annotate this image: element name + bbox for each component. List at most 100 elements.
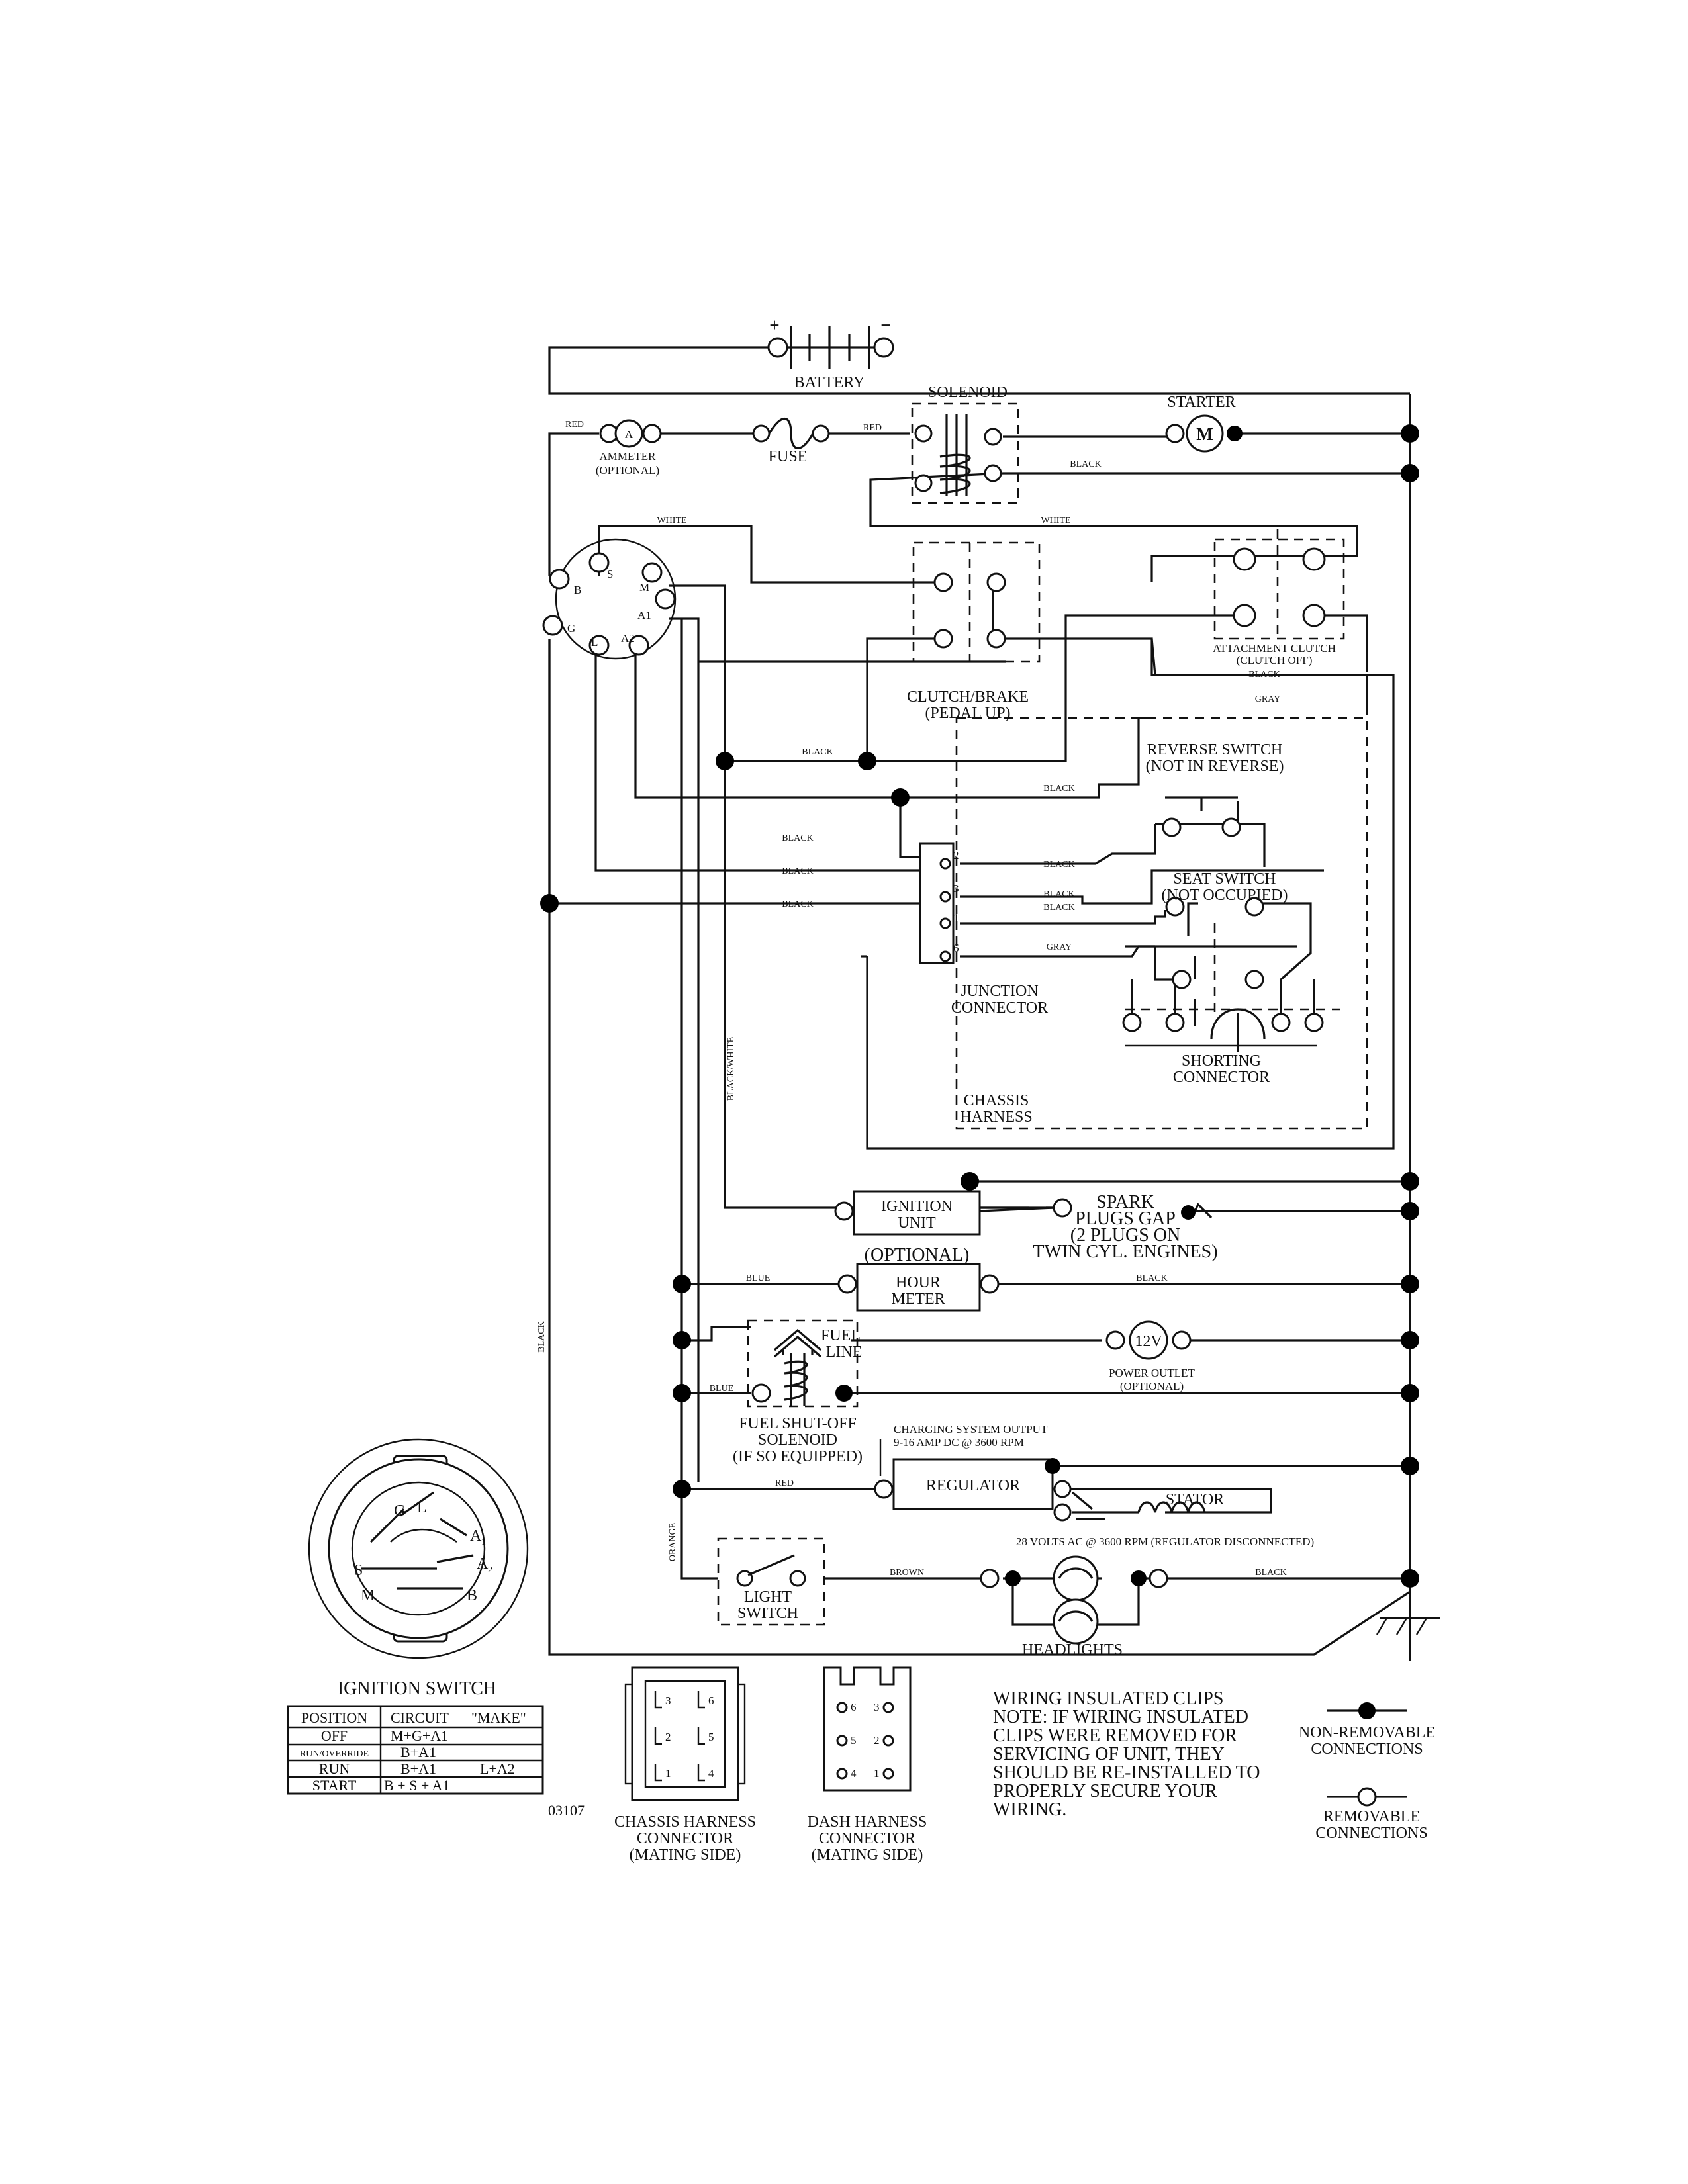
reverse-switch-label: REVERSE SWITCH: [1147, 741, 1283, 758]
reverse-switch: REVERSE SWITCH (NOT IN REVERSE) BLACK BL…: [1043, 741, 1284, 870]
junction-connector: 2 3 1 6 JUNCTION CONNECTOR: [919, 842, 1048, 1017]
junction-pin-2: 2: [953, 849, 959, 862]
ignition-terminal-cluster: S M B A1 G L A2 WHITE: [542, 516, 687, 660]
legend-removable: REMOVABLE: [1323, 1808, 1420, 1825]
ammeter-optional: (OPTIONAL): [596, 464, 659, 477]
wire-label-white-top: WHITE: [1041, 516, 1070, 525]
wire-label-blue-hm: BLUE: [746, 1273, 771, 1283]
ign-face-m: M: [361, 1587, 375, 1604]
spark-plugs-label: SPARK: [1096, 1192, 1154, 1212]
ign-face-b: B: [467, 1587, 477, 1604]
table-row-1-circuit: M+G+A1: [391, 1727, 448, 1744]
wire-label-blue-fuel: BLUE: [710, 1384, 734, 1394]
clutch-brake-sub: (PEDAL UP): [925, 705, 1010, 722]
solenoid: SOLENOID: [911, 384, 1019, 504]
chassis-connector-label: CHASSIS HARNESS: [614, 1813, 756, 1831]
ignition-switch-table: POSITION CIRCUIT "MAKE" OFF M+G+A1 RUN/O…: [287, 1705, 544, 1795]
ign-face-a2: A: [477, 1555, 489, 1572]
starter-symbol: M: [1196, 424, 1213, 444]
hour-meter: (OPTIONAL) HOUR METER BLUE BLACK: [746, 1245, 1168, 1312]
wire-label-red: RED: [565, 420, 584, 430]
seat-switch-sub: (NOT OCCUPIED): [1162, 887, 1288, 904]
wire-label-black-1: BLACK: [802, 747, 833, 757]
fuel-line-sub: LINE: [826, 1343, 863, 1361]
attachment-clutch-label: ATTACHMENT CLUTCH: [1213, 642, 1336, 655]
wire-label-brown: BROWN: [890, 1568, 924, 1578]
ign-term-a1: A1: [637, 609, 651, 621]
wire-label-black-4: BLACK: [782, 899, 813, 909]
wire-label-black-rev2: BLACK: [1043, 860, 1074, 870]
fuel-solenoid-note: (IF SO EQUIPPED): [733, 1448, 863, 1465]
chassis-pin-4: 4: [708, 1767, 714, 1780]
note-line-4: SERVICING OF UNIT, THEY: [993, 1744, 1225, 1764]
reverse-switch-sub: (NOT IN REVERSE): [1146, 758, 1284, 775]
regulator-label: REGULATOR: [926, 1477, 1020, 1494]
ammeter: A AMMETER (OPTIONAL) RED: [565, 419, 662, 477]
ignition-unit-label: IGNITION: [881, 1198, 953, 1215]
attachment-clutch-sub: (CLUTCH OFF): [1237, 654, 1313, 666]
fuel-solenoid-label: FUEL SHUT-OFF: [739, 1415, 857, 1432]
power-outlet-sub: (OPTIONAL): [1120, 1380, 1184, 1392]
wire-label-black-white: BLACK/WHITE: [726, 1037, 736, 1101]
power-outlet: 12V POWER OUTLET (OPTIONAL): [1105, 1320, 1196, 1392]
hour-meter-optional: (OPTIONAL): [865, 1245, 970, 1265]
wire-label-gray-ac: GRAY: [1255, 694, 1280, 704]
power-outlet-symbol: 12V: [1135, 1333, 1162, 1350]
power-outlet-label: POWER OUTLET: [1109, 1367, 1195, 1379]
dash-connector-sub: CONNECTOR: [819, 1830, 915, 1847]
seat-switch-label: SEAT SWITCH: [1174, 870, 1276, 887]
table-row-3-position: RUN: [319, 1760, 350, 1777]
wire-label-black-hl: BLACK: [1255, 1568, 1286, 1578]
ignition-switch-title: IGNITION SWITCH: [338, 1678, 496, 1699]
junction-pin-6: 6: [953, 942, 959, 954]
ign-face-l: L: [417, 1499, 427, 1516]
regulator: REGULATOR CHARGING SYSTEM OUTPUT 9-16 AM…: [775, 1423, 1072, 1522]
ignition-switch-face: G L A 1 A 2 S M B IGNITION SWITCH: [308, 1438, 529, 1699]
starter-label: STARTER: [1167, 394, 1235, 411]
ign-face-a1: A: [470, 1527, 482, 1545]
junction-pin-3: 3: [953, 882, 959, 895]
clutch-brake-switch: CLUTCH/BRAKE (PEDAL UP): [907, 541, 1041, 722]
chassis-pin-6: 6: [708, 1694, 714, 1707]
ign-face-s: S: [354, 1562, 363, 1579]
wiring-note: WIRING INSULATED CLIPS NOTE: IF WIRING I…: [993, 1688, 1260, 1820]
ign-term-s: S: [607, 568, 613, 580]
ignition-unit-sub: UNIT: [898, 1214, 936, 1232]
solenoid-label: SOLENOID: [928, 384, 1008, 401]
part-code: 03107: [548, 1802, 585, 1819]
chassis-harness-area: CHASSIS HARNESS: [955, 717, 1368, 1130]
chassis-harness-sub: HARNESS: [960, 1109, 1032, 1126]
dash-pin-6: 6: [851, 1701, 857, 1713]
wire-label-orange: ORANGE: [668, 1523, 678, 1561]
ign-term-g: G: [567, 622, 575, 635]
left-bus-labels: BLACK BLACK BLACK BLACK BLACK/WHITE BLAC…: [537, 747, 833, 1561]
chassis-pin-5: 5: [708, 1731, 714, 1743]
chassis-harness-connector: 3 6 2 5 1 4 CHASSIS HARNESS CONNECTOR (M…: [614, 1666, 756, 1864]
battery-plus: +: [769, 315, 779, 335]
stator-note: 28 VOLTS AC @ 3600 RPM (REGULATOR DISCON…: [1016, 1535, 1314, 1548]
table-header-position: POSITION: [301, 1709, 367, 1726]
charging-output-label: CHARGING SYSTEM OUTPUT: [894, 1423, 1048, 1435]
table-row-1-position: OFF: [321, 1727, 348, 1744]
junction-dots: [540, 424, 1419, 1588]
wire-label-red-reg: RED: [775, 1479, 794, 1488]
junction-connector-label: JUNCTION: [961, 983, 1038, 1000]
wire-label-black-2: BLACK: [782, 833, 813, 843]
dash-harness-connector: 6 3 5 2 4 1 DASH HARNESS CONNECTOR (MATI…: [808, 1666, 927, 1864]
wire-label-red-2: RED: [863, 423, 882, 433]
legend-non-removable-sub: CONNECTIONS: [1311, 1741, 1423, 1758]
note-line-1: WIRING INSULATED CLIPS: [993, 1688, 1223, 1709]
charging-output-spec: 9-16 AMP DC @ 3600 RPM: [894, 1436, 1024, 1449]
table-row-3-extra: L+A2: [480, 1760, 515, 1777]
shorting-connector-label: SHORTING: [1182, 1052, 1261, 1069]
dash-pin-5: 5: [851, 1734, 857, 1747]
note-line-7: WIRING.: [993, 1799, 1066, 1820]
hour-meter-label: HOUR: [896, 1274, 941, 1291]
light-switch-label: LIGHT: [744, 1588, 792, 1606]
shorting-connector-sub: CONNECTOR: [1173, 1069, 1270, 1086]
connection-legend: NON-REMOVABLE CONNECTIONS REMOVABLE CONN…: [1299, 1702, 1435, 1842]
ign-face-a2-sub: 2: [488, 1565, 492, 1575]
starter: M STARTER BLACK WHITE: [1041, 394, 1243, 525]
wire-network: [548, 346, 1411, 1661]
table-row-2-position: RUN/OVERRIDE: [300, 1749, 369, 1759]
